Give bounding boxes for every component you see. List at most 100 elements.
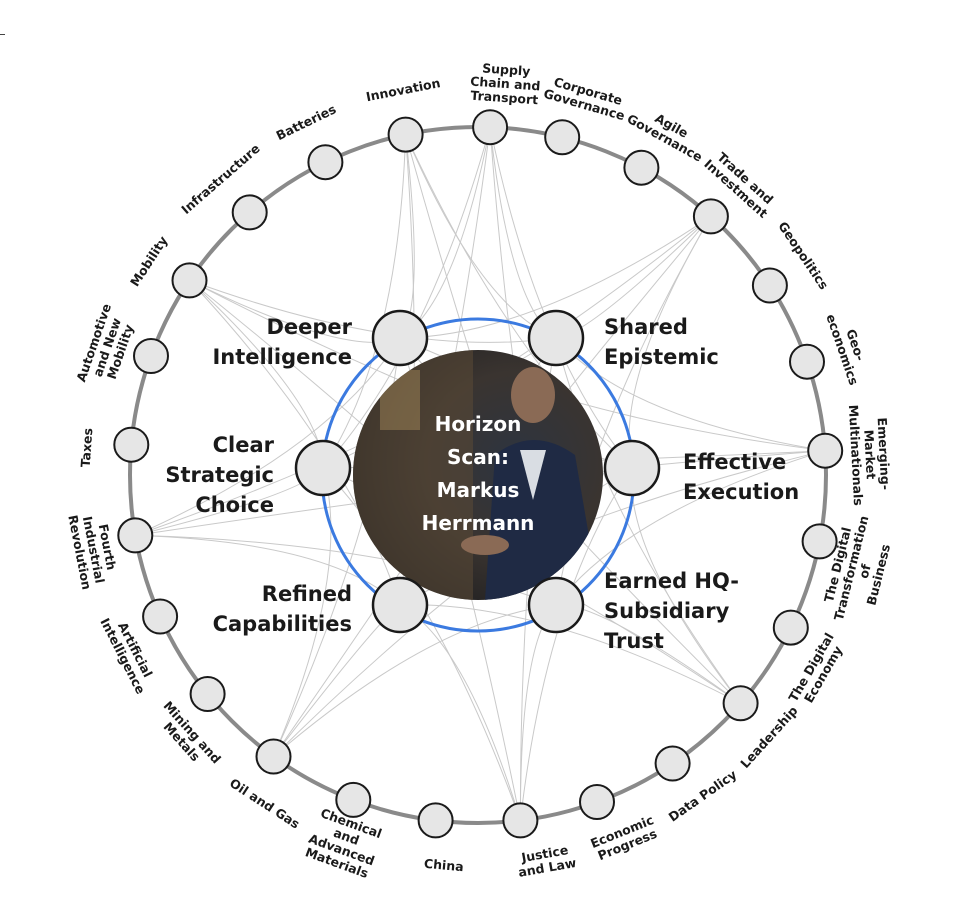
outer-node-justice[interactable]	[502, 802, 539, 839]
outer-node-leadership[interactable]	[722, 685, 759, 722]
outer-label-line: Batteries	[274, 101, 339, 143]
outer-node-artificial-intelligence[interactable]	[142, 598, 179, 635]
outer-node-china[interactable]	[417, 802, 454, 839]
outer-node-trade-investment[interactable]	[692, 198, 729, 235]
outer-node-agile-governance[interactable]	[623, 149, 660, 186]
connection-link	[273, 604, 557, 757]
outer-label-chemical[interactable]: ChemicalandAdvancedMaterials	[302, 804, 386, 881]
outer-node-economic-progress[interactable]	[579, 784, 615, 820]
outer-label-line: Mobility	[127, 233, 171, 289]
outer-node-geopolitics[interactable]	[751, 267, 788, 304]
inner-label-line: Subsidiary	[604, 599, 730, 623]
outer-node-fourth-industrial[interactable]	[117, 517, 154, 554]
outer-label-line: Emerging-	[875, 417, 894, 490]
outer-label-line: China	[423, 856, 464, 874]
inner-label-line: Effective	[683, 450, 786, 474]
outer-node-mobility[interactable]	[171, 262, 208, 299]
inner-label-line: Refined	[262, 582, 352, 606]
outer-label-line: Multinationals	[846, 404, 866, 506]
connection-link	[405, 134, 557, 339]
outer-node-infrastructure[interactable]	[231, 194, 268, 231]
speaker-photo	[353, 350, 603, 600]
outer-node-oil-gas[interactable]	[255, 738, 292, 775]
outer-node-taxes[interactable]	[113, 426, 150, 463]
inner-node-deeper[interactable]	[371, 309, 429, 367]
outer-label-batteries[interactable]: Batteries	[274, 101, 339, 143]
connection-link	[399, 215, 712, 339]
connection-link	[135, 337, 401, 536]
outer-node-chemical[interactable]	[335, 781, 372, 818]
connection-link	[399, 604, 521, 821]
inner-node-clear[interactable]	[294, 439, 352, 497]
outer-label-innovation[interactable]: Innovation	[365, 75, 442, 104]
outer-node-geo-economics[interactable]	[789, 343, 825, 380]
outer-node-digital-economy[interactable]	[772, 609, 809, 646]
center-title-line: Horizon	[435, 412, 522, 436]
inner-label-line: Strategic	[165, 463, 274, 487]
connection-link	[555, 337, 742, 704]
outer-label-oil-gas[interactable]: Oil and Gas	[227, 775, 303, 831]
outer-label-line: Transport	[470, 88, 539, 108]
outer-label-taxes[interactable]: Taxes	[78, 428, 96, 468]
center-title-line: Markus	[437, 478, 520, 502]
outer-label-line: Supply	[482, 60, 531, 78]
center-title-line: Herrmann	[422, 511, 535, 535]
outer-label-line: of	[856, 562, 874, 580]
outer-label-corporate-governance[interactable]: CorporateGovernance	[542, 72, 631, 123]
inner-label-line: Trust	[604, 629, 664, 653]
outer-label-fourth-industrial[interactable]: FourthIndustrialRevolution	[65, 508, 122, 591]
connection-link	[555, 337, 826, 452]
corner-tick	[0, 34, 5, 35]
inner-label-line: Choice	[195, 493, 274, 517]
inner-label-line: Epistemic	[604, 345, 719, 369]
outer-node-innovation[interactable]	[387, 116, 424, 153]
inner-node-refined[interactable]	[371, 576, 429, 634]
outer-label-geo-economics[interactable]: Geo-economics	[823, 307, 875, 387]
outer-node-corporate-governance[interactable]	[544, 119, 581, 156]
outer-label-line: Market	[861, 429, 879, 479]
connection-link	[405, 134, 633, 469]
inner-label-line: Earned HQ-	[604, 569, 739, 593]
inner-label-line: Intelligence	[212, 345, 352, 369]
center-title-line: Scan:	[447, 445, 509, 469]
outer-node-mining-metals[interactable]	[189, 676, 226, 712]
outer-node-automotive[interactable]	[133, 338, 169, 374]
outer-label-china[interactable]: China	[423, 856, 464, 874]
outer-label-line: Chain and	[470, 74, 541, 94]
inner-label-line: Capabilities	[213, 612, 352, 636]
outer-label-supply-chain[interactable]: SupplyChain andTransport	[469, 60, 542, 108]
outer-label-economic-progress[interactable]: EconomicProgress	[588, 812, 661, 864]
inner-label-line: Execution	[683, 480, 799, 504]
inner-label-line: Shared	[604, 315, 688, 339]
outer-label-mobility[interactable]: Mobility	[127, 233, 171, 289]
inner-node-earned[interactable]	[527, 576, 585, 634]
outer-label-line: Oil and Gas	[227, 775, 303, 831]
inner-node-shared[interactable]	[527, 309, 585, 367]
outer-node-digital-transformation[interactable]	[801, 523, 838, 560]
connection-link	[273, 467, 332, 757]
connection-link	[555, 450, 826, 606]
outer-node-emerging-market[interactable]	[807, 432, 844, 469]
outer-node-supply-chain[interactable]	[472, 109, 509, 146]
inner-label-line: Deeper	[266, 315, 352, 339]
inner-label-line: Clear	[213, 433, 275, 457]
outer-label-line: Taxes	[78, 428, 96, 468]
outer-node-batteries[interactable]	[307, 144, 344, 181]
outer-node-data-policy[interactable]	[654, 745, 691, 782]
connection-link	[519, 604, 557, 821]
outer-label-justice[interactable]: Justiceand Law	[515, 841, 578, 880]
outer-label-automotive[interactable]: Automotiveand NewMobility	[73, 302, 140, 393]
inner-node-effective[interactable]	[603, 439, 661, 497]
outer-label-line: Innovation	[365, 75, 442, 104]
outer-label-emerging-market[interactable]: Emerging-MarketMultinationals	[846, 403, 894, 506]
